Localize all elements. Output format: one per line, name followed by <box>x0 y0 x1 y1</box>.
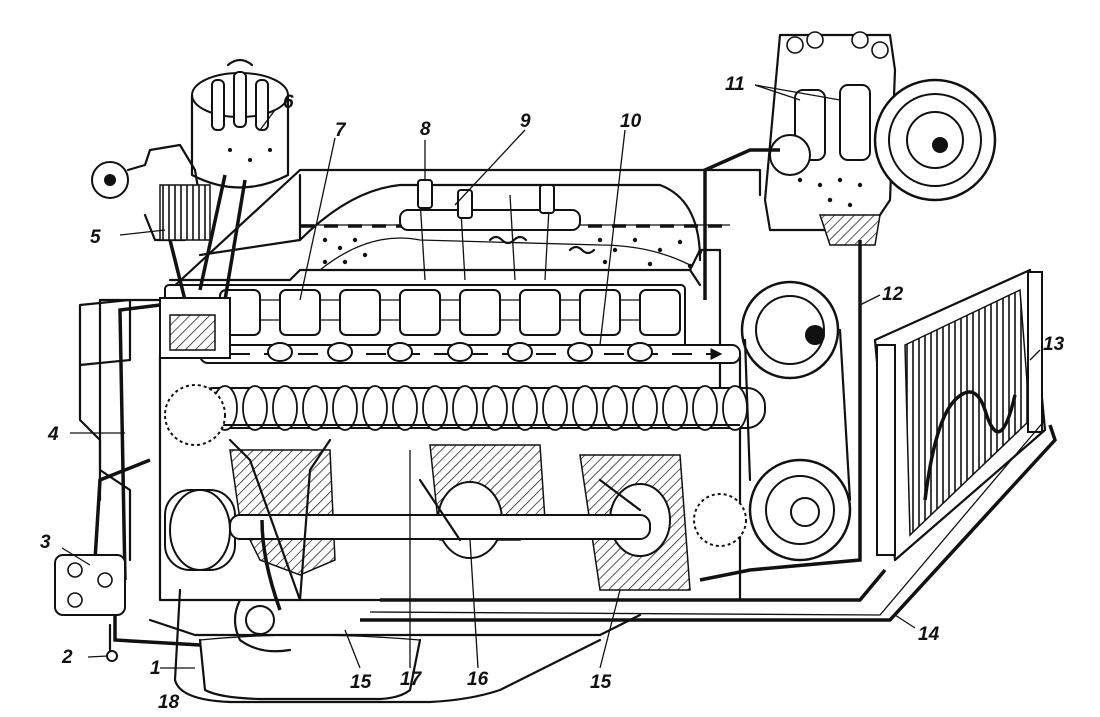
callout-16: 16 <box>467 669 489 690</box>
compressor-oil-line <box>699 148 862 582</box>
timing-gear <box>164 384 747 547</box>
leader-lines <box>61 84 1041 669</box>
crankshaft <box>164 438 691 602</box>
callout-15-left: 15 <box>350 672 372 693</box>
left-oil-lines <box>54 297 231 662</box>
oil-cooler <box>873 268 1047 562</box>
callout-9: 9 <box>520 111 531 132</box>
camshaft <box>178 385 766 437</box>
distributor <box>190 58 290 301</box>
callout-18: 18 <box>158 692 180 712</box>
callout-15-right: 15 <box>590 672 612 693</box>
cooler-return-line <box>360 419 1057 622</box>
callout-6: 6 <box>283 92 294 113</box>
callout-13: 13 <box>1043 334 1065 355</box>
callout-11: 11 <box>725 74 745 95</box>
oil-pump <box>233 519 292 653</box>
oil-drips <box>322 237 703 269</box>
callout-3: 3 <box>40 532 51 553</box>
callout-1: 1 <box>150 658 161 679</box>
callout-4: 4 <box>47 424 59 445</box>
callout-17: 17 <box>400 669 423 690</box>
callout-5: 5 <box>90 227 101 248</box>
fan-pulley <box>740 280 852 502</box>
oil-filter <box>91 143 211 301</box>
callout-2: 2 <box>61 647 73 668</box>
callout-labels: 1 2 3 4 5 6 7 8 9 10 11 12 13 14 15 15 1… <box>40 74 1065 713</box>
lifters-row <box>200 289 681 336</box>
rocker-assembly <box>399 179 596 281</box>
compressor <box>763 31 997 246</box>
main-oil-gallery <box>199 342 741 364</box>
callout-14: 14 <box>918 624 940 645</box>
callout-7: 7 <box>335 120 347 141</box>
callout-10: 10 <box>620 111 642 132</box>
crank-pulley <box>748 458 852 562</box>
callout-12: 12 <box>882 284 904 305</box>
oil-pan <box>148 588 642 704</box>
callout-8: 8 <box>420 119 431 140</box>
